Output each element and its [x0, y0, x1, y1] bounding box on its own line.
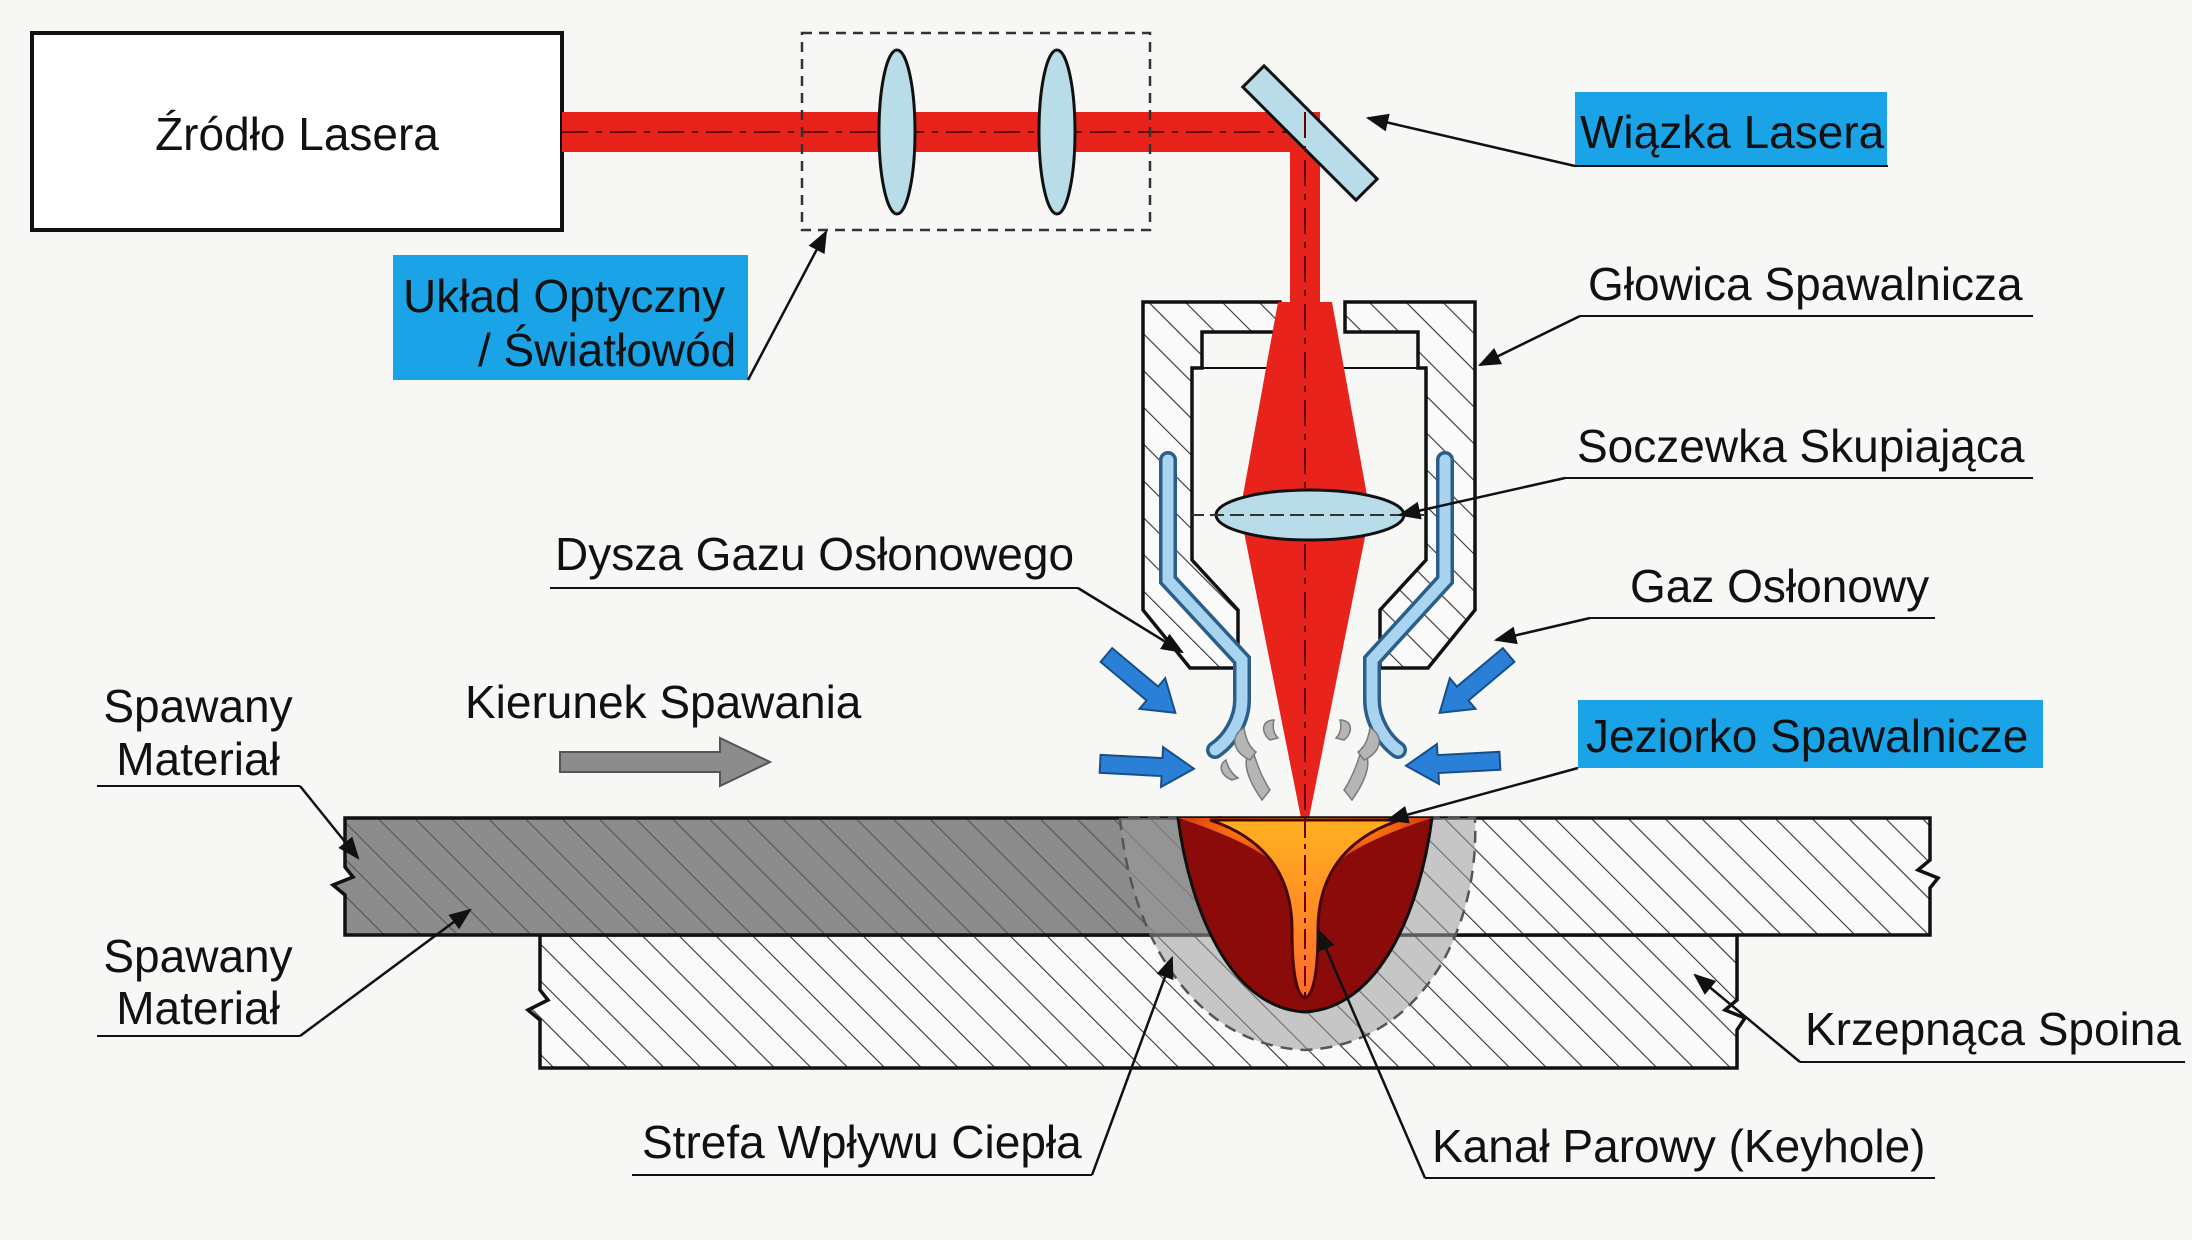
- top-plate-left: [329, 816, 1222, 937]
- material-bottom-label-2: Materiał: [116, 982, 280, 1034]
- gas-nozzle-left-inner: [1162, 454, 1248, 756]
- weld-pool-highlight: [1578, 700, 2043, 768]
- material-bottom-leader: [299, 908, 472, 1038]
- heat-affected-zone-label: Strefa Wpływu Ciepła: [642, 1116, 1082, 1168]
- laser-beam-highlight: [1575, 92, 1887, 166]
- welding-head-leader: [1477, 314, 1581, 367]
- welding-head-label: Głowica Spawalnicza: [1588, 258, 2023, 310]
- laser-beam-label: Wiązka Lasera: [1580, 106, 1885, 158]
- focusing-lens-label: Soczewka Skupiająca: [1577, 420, 2025, 472]
- optical-lens-1: [877, 48, 917, 216]
- optical-system-highlight: [393, 255, 748, 380]
- gas-nozzle-label: Dysza Gazu Osłonowego: [555, 528, 1074, 580]
- keyhole-label: Kanał Parowy (Keyhole): [1432, 1120, 1925, 1172]
- gas-arrow-lower-left: [1098, 745, 1196, 789]
- weld-pool-label: Jeziorko Spawalnicze: [1586, 710, 2028, 762]
- gas-nozzle-right-inner: [1366, 454, 1451, 756]
- optical-system-box: [800, 31, 1152, 232]
- solidifying-weld-leader: [1693, 973, 1801, 1063]
- keyhole-leader: [1316, 927, 1427, 1179]
- solidifying-weld-label: Krzepnąca Spoina: [1805, 1003, 2181, 1055]
- vapor-plume: [1220, 719, 1380, 802]
- laser-source-label: Źródło Lasera: [155, 108, 439, 160]
- optical-lens-2: [1037, 48, 1077, 216]
- gas-arrow-upper-right: [1438, 646, 1516, 715]
- shielding-gas-label: Gaz Osłonowy: [1630, 560, 1929, 612]
- weld-pool-leader: [1385, 766, 1579, 824]
- laser-source-box: [30, 31, 564, 232]
- material-top-label-2: Materiał: [116, 733, 280, 785]
- focusing-lens-leader: [1397, 476, 1566, 520]
- optical-system-label-1: Układ Optyczny: [403, 270, 725, 322]
- gas-arrow-upper-left: [1099, 646, 1177, 715]
- heat-affected-zone-leader: [1090, 955, 1174, 1176]
- material-top-leader: [299, 785, 360, 860]
- bottom-plate: [524, 933, 1748, 1070]
- deflecting-mirror: [1240, 63, 1380, 203]
- gas-arrow-lower-right: [1404, 742, 1502, 786]
- material-top-label-1: Spawany: [103, 680, 292, 732]
- shielding-gas-arrows: [1098, 646, 1516, 789]
- welding-direction-label: Kierunek Spawania: [465, 676, 862, 728]
- shielding-gas-leader: [1493, 616, 1591, 645]
- welding-direction-arrow: [559, 736, 773, 788]
- optical-system-label-2: / Światłowód: [478, 324, 736, 376]
- material-bottom-label-1: Spawany: [103, 930, 292, 982]
- laser-beam-leader: [1365, 113, 1576, 168]
- gas-nozzle-leader: [1077, 586, 1184, 654]
- optical-system-leader: [746, 230, 828, 381]
